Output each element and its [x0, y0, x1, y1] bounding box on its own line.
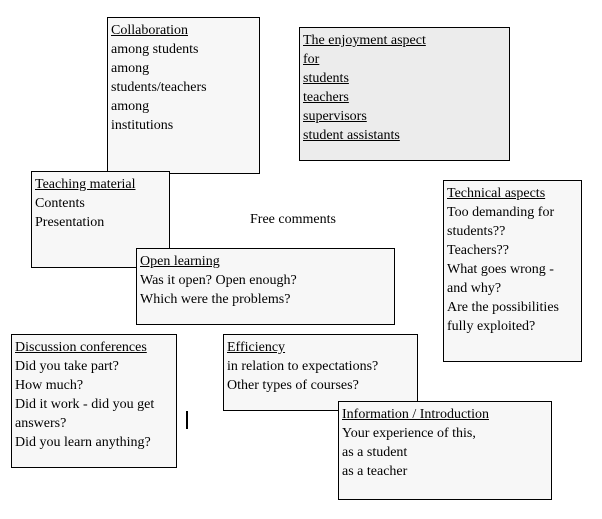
box-enjoyment: The enjoyment aspect for students teache…: [299, 27, 510, 161]
box-line: and why?: [447, 281, 502, 296]
box-line: Contents: [35, 196, 85, 211]
box-line: answers?: [15, 416, 67, 431]
box-line: among: [111, 99, 150, 114]
box-title: Technical aspects: [447, 186, 546, 201]
box-title: Information / Introduction: [342, 407, 489, 422]
free-comments-label: Free comments: [250, 212, 336, 227]
box-line: for: [303, 52, 320, 67]
box-line: institutions: [111, 118, 174, 133]
box-line: Your experience of this,: [342, 426, 476, 441]
box-line: among students: [111, 42, 199, 57]
box-technical-aspects: Technical aspects Too demanding for stud…: [443, 180, 582, 362]
box-title: The enjoyment aspect: [303, 33, 426, 48]
box-line: among: [111, 61, 150, 76]
box-information-introduction: Information / Introduction Your experien…: [338, 401, 552, 500]
box-line: How much?: [15, 378, 84, 393]
box-line: fully exploited?: [447, 319, 536, 334]
box-collaboration: Collaboration among students among stude…: [107, 17, 260, 174]
box-line: Which were the problems?: [140, 292, 291, 307]
box-line: Was it open? Open enough?: [140, 273, 297, 288]
box-line: Presentation: [35, 215, 105, 230]
box-line: Did you take part?: [15, 359, 119, 374]
text-cursor: [186, 411, 188, 429]
box-line: student assistants: [303, 128, 400, 143]
box-efficiency: Efficiency in relation to expectations? …: [223, 334, 418, 411]
box-title: Collaboration: [111, 23, 188, 38]
box-line: students??: [447, 224, 506, 239]
box-line: students/teachers: [111, 80, 207, 95]
box-line: Did you learn anything?: [15, 435, 151, 450]
box-line: Too demanding for: [447, 205, 555, 220]
box-title: Teaching material: [35, 177, 136, 192]
box-line: Are the possibilities: [447, 300, 559, 315]
box-discussion-conferences: Discussion conferences Did you take part…: [11, 334, 177, 468]
box-line: Other types of courses?: [227, 378, 359, 393]
box-line: as a teacher: [342, 464, 408, 479]
box-title: Discussion conferences: [15, 340, 147, 355]
box-line: What goes wrong -: [447, 262, 554, 277]
box-title: Open learning: [140, 254, 220, 269]
box-line: Did it work - did you get: [15, 397, 155, 412]
box-line: as a student: [342, 445, 408, 460]
box-line: in relation to expectations?: [227, 359, 379, 374]
box-open-learning: Open learning Was it open? Open enough? …: [136, 248, 395, 325]
box-line: teachers: [303, 90, 349, 105]
box-line: Teachers??: [447, 243, 509, 258]
box-line: supervisors: [303, 109, 367, 124]
box-title: Efficiency: [227, 340, 286, 355]
box-line: students: [303, 71, 349, 86]
box-teaching-material: Teaching material Contents Presentation: [31, 171, 170, 268]
